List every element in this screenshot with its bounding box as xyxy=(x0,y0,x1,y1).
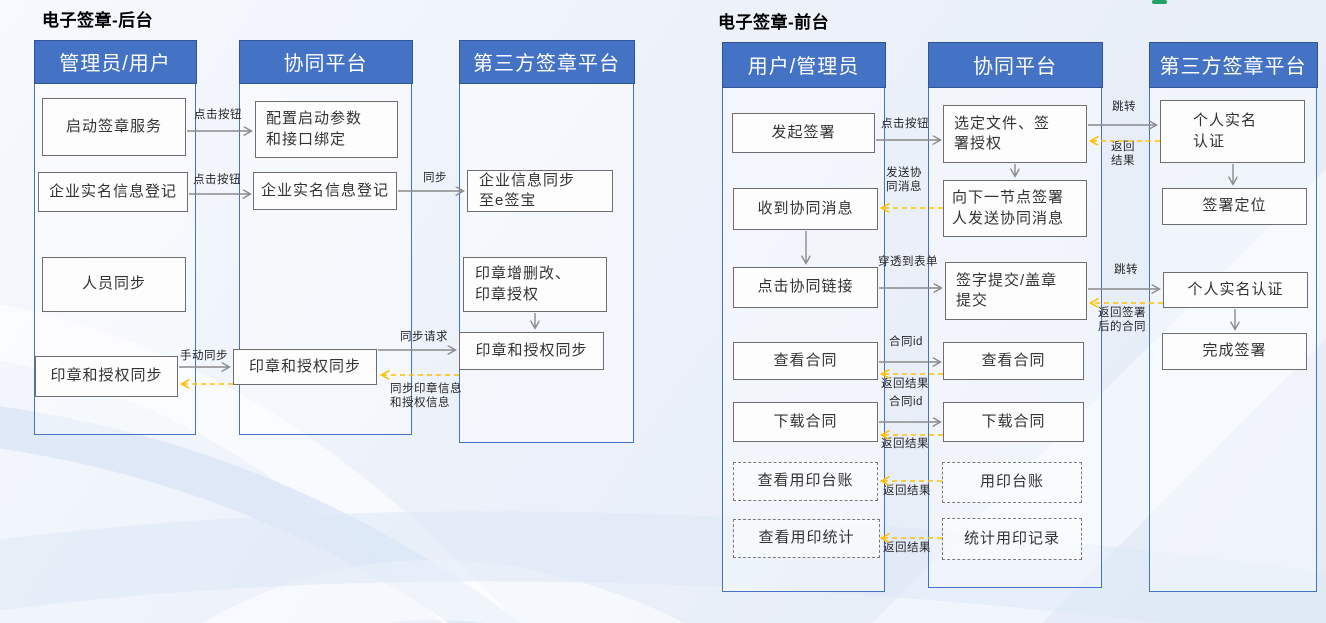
edge-label: 返回结果 xyxy=(881,438,929,450)
wave-shape xyxy=(0,406,521,623)
flow-node: 完成签署 xyxy=(1162,333,1307,370)
edge-label: 发送协 同消息 xyxy=(886,167,922,193)
flow-node-dashed: 统计用印记录 xyxy=(942,518,1082,560)
flow-node: 个人实名认证 xyxy=(1163,272,1308,308)
flow-node: 启动签章服务 xyxy=(42,98,186,156)
green-marker-artifact xyxy=(1152,0,1167,4)
edge-label: 穿透到表单 xyxy=(878,256,938,268)
flow-node: 向下一节点签署 人发送协同消息 xyxy=(943,180,1087,237)
flow-node: 企业信息同步 至e签宝 xyxy=(467,170,613,212)
flow-node: 下载合同 xyxy=(943,402,1084,442)
edge-label: 返回 结果 xyxy=(1111,141,1135,167)
swimlane-header: 协同平台 xyxy=(238,39,413,84)
edge-label: 同步印章信息 和授权信息 xyxy=(390,383,462,409)
flow-node: 查看合同 xyxy=(733,342,878,380)
flow-node: 配置启动参数 和接口绑定 xyxy=(255,101,398,158)
flow-node: 企业实名信息登记 xyxy=(38,172,188,212)
edge-label: 返回结果 xyxy=(883,485,931,497)
edge-label: 点击按钮 xyxy=(194,109,242,121)
edge-label: 手动同步 xyxy=(180,350,228,362)
edge-label: 合同id xyxy=(889,336,923,348)
wave-shape xyxy=(0,511,1326,623)
edge-label: 返回结果 xyxy=(881,378,929,390)
swimlane-header: 第三方签章平台 xyxy=(458,39,635,84)
edge-label: 点击按钮 xyxy=(881,118,929,130)
wave-shape xyxy=(201,560,685,623)
flow-node: 签署定位 xyxy=(1162,188,1307,225)
flow-node: 点击协同链接 xyxy=(733,267,878,308)
flow-node: 下载合同 xyxy=(733,402,878,442)
flow-node: 印章和授权同步 xyxy=(233,349,377,385)
edge-label: 合同id xyxy=(889,396,923,408)
flow-node: 查看合同 xyxy=(943,342,1084,380)
swimlane-header: 协同平台 xyxy=(927,41,1103,88)
swimlane-header: 管理员/用户 xyxy=(33,39,197,84)
diagram-title-backend: 电子签章-后台 xyxy=(42,11,154,30)
flow-node: 签字提交/盖章 提交 xyxy=(945,262,1087,320)
flow-node: 收到协同消息 xyxy=(733,188,878,230)
edge-label: 同步请求 xyxy=(400,331,448,343)
edge-label: 跳转 xyxy=(1112,101,1136,113)
flow-node: 人员同步 xyxy=(42,257,186,312)
flow-node: 选定文件、签 署授权 xyxy=(943,105,1087,163)
flow-node: 发起签署 xyxy=(732,113,875,153)
edge-label: 返回签署 后的合同 xyxy=(1098,307,1146,333)
diagram-title-frontend: 电子签章-前台 xyxy=(718,13,830,32)
flow-node: 印章和授权同步 xyxy=(459,332,604,370)
flow-node: 印章增删改、 印章授权 xyxy=(463,257,607,312)
swimlane: 第三方签章平台 xyxy=(458,39,635,443)
edge-label: 跳转 xyxy=(1114,264,1138,276)
swimlane-header: 第三方签章平台 xyxy=(1148,41,1318,88)
flow-node: 企业实名信息登记 xyxy=(253,172,397,210)
edge-label: 同步 xyxy=(423,172,447,184)
swimlane-header: 用户/管理员 xyxy=(721,41,886,88)
flow-node: 印章和授权同步 xyxy=(35,356,178,397)
flow-node: 个人实名 认证 xyxy=(1160,100,1305,163)
flow-node-dashed: 用印台账 xyxy=(942,462,1082,503)
flow-node-dashed: 查看用印统计 xyxy=(733,519,880,558)
edge-label: 点击按钮 xyxy=(193,174,241,186)
edge-label: 返回结果 xyxy=(883,542,931,554)
flow-node-dashed: 查看用印台账 xyxy=(733,462,878,501)
